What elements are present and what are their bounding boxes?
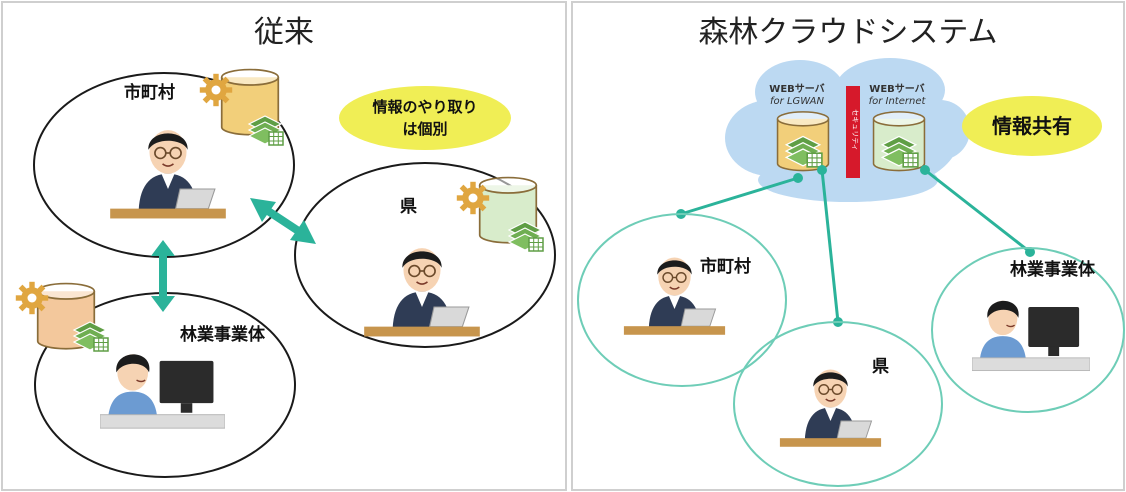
right-prefecture-circle: [733, 321, 943, 487]
left-forestry-label: 林業事業体: [180, 324, 266, 345]
left-panel-title: 従来: [254, 15, 314, 50]
left-double-arrow-municipality-prefecture: [250, 198, 316, 244]
server1-sublabel: for LGWAN: [770, 96, 824, 107]
right-municipality-label: 市町村: [700, 256, 751, 277]
left-double-arrow-municipality-forestry: [151, 240, 175, 312]
info-sharing-bubble: [962, 96, 1102, 156]
right-prefecture-label: 県: [872, 357, 889, 377]
left-municipality-label: 市町村: [124, 82, 175, 103]
server2-internet-database-icon: [872, 111, 926, 172]
right-forestry-label: 林業事業体: [1010, 259, 1096, 280]
cloud-connection-lines: [680, 168, 1031, 323]
server1-lgwan-database-icon: [776, 111, 830, 172]
info-sharing-label: 情報共有: [992, 114, 1072, 138]
server2-sublabel: for Internet: [869, 96, 927, 107]
security-label: セキュリティ: [851, 109, 859, 151]
left-prefecture-circle: [294, 162, 556, 348]
server2-label: WEBサーバ: [869, 83, 924, 95]
right-municipality-circle: [577, 213, 787, 387]
right-forestry-circle: [931, 247, 1125, 413]
left-bubble-line2: は個別: [402, 120, 447, 138]
security-firewall-bar: [846, 86, 860, 178]
server1-label: WEBサーバ: [769, 83, 824, 95]
right-panel-title: 森林クラウドシステム: [698, 15, 997, 50]
left-prefecture-label: 県: [400, 197, 417, 217]
left-info-bubble: [339, 86, 511, 150]
left-bubble-line1: 情報のやり取り: [372, 98, 477, 116]
connection-nodes: [676, 165, 1035, 327]
left-panel: [1, 1, 567, 491]
